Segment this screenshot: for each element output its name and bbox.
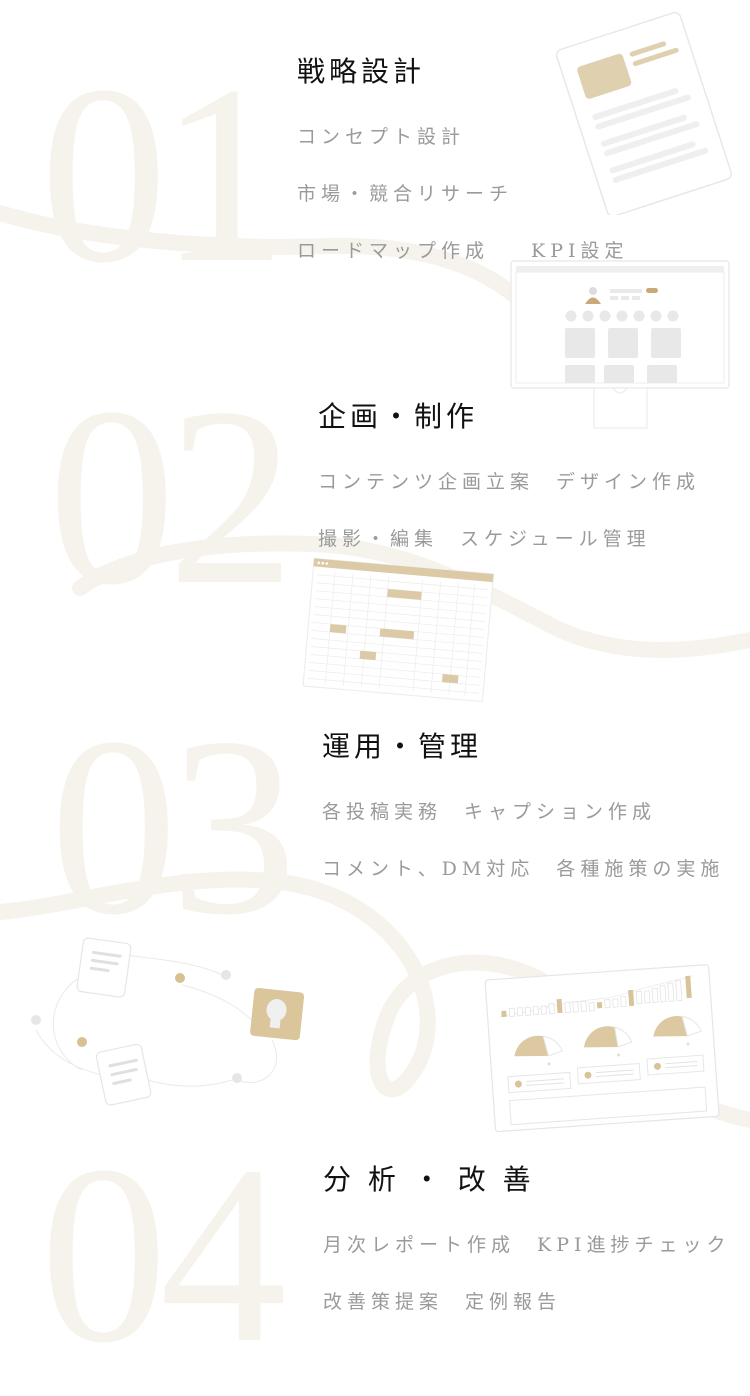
analytics-dashboard-icon [484, 964, 720, 1133]
item-text: コンセプト設計 [297, 126, 466, 148]
item-text: 定例報告 [465, 1291, 562, 1313]
step-02-planning: 企画・制作 コンテンツ企画立案デザイン作成 撮影・編集スケジュール管理 [318, 395, 700, 551]
step-title: 企画・制作 [318, 400, 479, 433]
item-text: ロードマップ作成 [297, 240, 490, 262]
step-03-operation: 運用・管理 各投稿実務キャプション作成 コメント、DM対応各種施策の実施 [322, 725, 724, 881]
item-text: KPI進捗チェック [537, 1234, 731, 1256]
step-item: コメント、DM対応各種施策の実施 [322, 854, 724, 881]
item-text: 改善策提案 [323, 1291, 444, 1313]
step-number-03: 03 [50, 686, 297, 968]
item-text: 市場・競合リサーチ [297, 183, 514, 205]
item-text: 各種施策の実施 [556, 858, 725, 880]
step-item: 市場・競合リサーチ [297, 179, 629, 206]
step-item: 各投稿実務キャプション作成 [322, 797, 724, 824]
item-text: キャプション作成 [464, 801, 657, 823]
step-number-04: 04 [40, 1114, 287, 1396]
item-text: スケジュール管理 [460, 528, 651, 550]
item-text: 月次レポート作成 [323, 1234, 516, 1256]
step-number-01: 01 [40, 34, 287, 316]
item-text: コメント、DM対応 [322, 858, 535, 880]
step-01-strategy: 戦略設計 コンセプト設計 市場・競合リサーチ ロードマップ作成 KPI設定 [297, 50, 629, 263]
step-item: コンテンツ企画立案デザイン作成 [318, 467, 700, 494]
step-number-02: 02 [48, 356, 295, 638]
document-icon [555, 11, 732, 215]
step-item: 撮影・編集スケジュール管理 [318, 524, 700, 551]
step-title: 戦略設計 [297, 55, 426, 88]
item-text: コンテンツ企画立案 [318, 471, 535, 493]
item-text: デザイン作成 [556, 471, 701, 493]
item-text: 撮影・編集 [318, 528, 439, 550]
step-item: 月次レポート作成 KPI進捗チェック [323, 1230, 731, 1257]
step-title: 運用・管理 [322, 730, 483, 763]
monitor-profile-icon [510, 260, 730, 429]
item-text: 各投稿実務 [322, 801, 443, 823]
step-04-analysis: 分 析 ・ 改 善 月次レポート作成 KPI進捗チェック 改善策提案定例報告 [323, 1158, 731, 1314]
schedule-spreadsheet-icon [302, 558, 495, 703]
step-item: 改善策提案定例報告 [323, 1287, 731, 1314]
idea-orbit-icon [31, 937, 305, 1106]
step-item: ロードマップ作成 KPI設定 [297, 236, 629, 263]
step-title: 分 析 ・ 改 善 [323, 1163, 535, 1196]
item-text: KPI設定 [531, 240, 629, 262]
step-item: コンセプト設計 [297, 122, 629, 149]
